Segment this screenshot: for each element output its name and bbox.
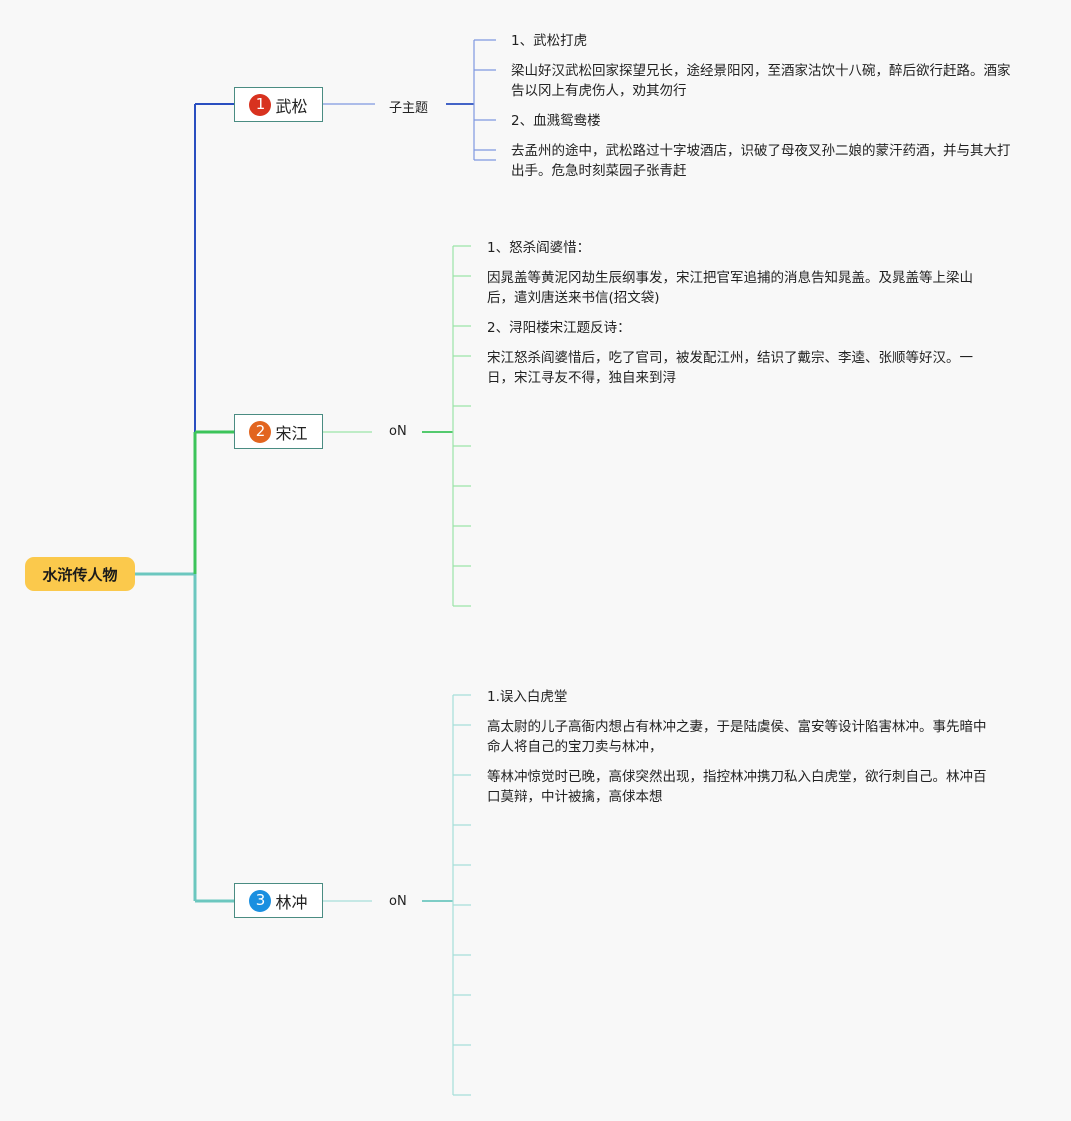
leaf-item[interactable]: 1、武松打虎 [511,31,1011,51]
root-topic[interactable]: 水浒传人物 [25,557,135,591]
leaf-item[interactable]: 2、浔阳楼宋江题反诗： [487,318,987,338]
branch-songjiang[interactable]: 2 宋江 [234,414,323,449]
branch-wusong[interactable]: 1 武松 [234,87,323,122]
subtopic-wusong[interactable]: 子主题 [389,101,429,116]
root-topic-label: 水浒传人物 [42,565,118,584]
number-badge-icon: 3 [249,889,272,912]
leaf-item[interactable]: 等林冲惊觉时已晚，高俅突然出现，指控林冲携刀私入白虎堂，欲行刺自己。林冲百口莫辩… [487,767,987,807]
branch-linchong[interactable]: 3 林冲 [234,883,323,918]
subtopic-linchong[interactable]: oN [389,894,407,909]
branch-label: 宋江 [275,423,308,443]
leaf-item[interactable]: 去孟州的途中，武松路过十字坡酒店，识破了母夜叉孙二娘的蒙汗药酒，并与其大打出手。… [511,141,1011,181]
subtopic-songjiang[interactable]: oN [389,424,407,439]
branch-label: 林冲 [275,892,308,912]
leaf-item[interactable]: 宋江怒杀阎婆惜后，吃了官司，被发配江州，结识了戴宗、李逵、张顺等好汉。一日，宋江… [487,348,987,388]
number-badge-icon: 1 [249,93,272,116]
leaf-item[interactable]: 1、怒杀阎婆惜： [487,238,987,258]
leaf-item[interactable]: 1.误入白虎堂 [487,687,987,707]
leaf-item[interactable]: 2、血溅鸳鸯楼 [511,111,1011,131]
branch-label: 武松 [275,96,308,116]
leaf-item[interactable]: 梁山好汉武松回家探望兄长，途经景阳冈，至酒家沽饮十八碗，醉后欲行赶路。酒家告以冈… [511,61,1011,101]
number-badge-icon: 2 [249,420,272,443]
leaf-item[interactable]: 高太尉的儿子高衙内想占有林冲之妻，于是陆虞侯、富安等设计陷害林冲。事先暗中命人将… [487,717,987,757]
leaf-item[interactable]: 因晁盖等黄泥冈劫生辰纲事发，宋江把官军追捕的消息告知晁盖。及晁盖等上梁山后，遣刘… [487,268,987,308]
